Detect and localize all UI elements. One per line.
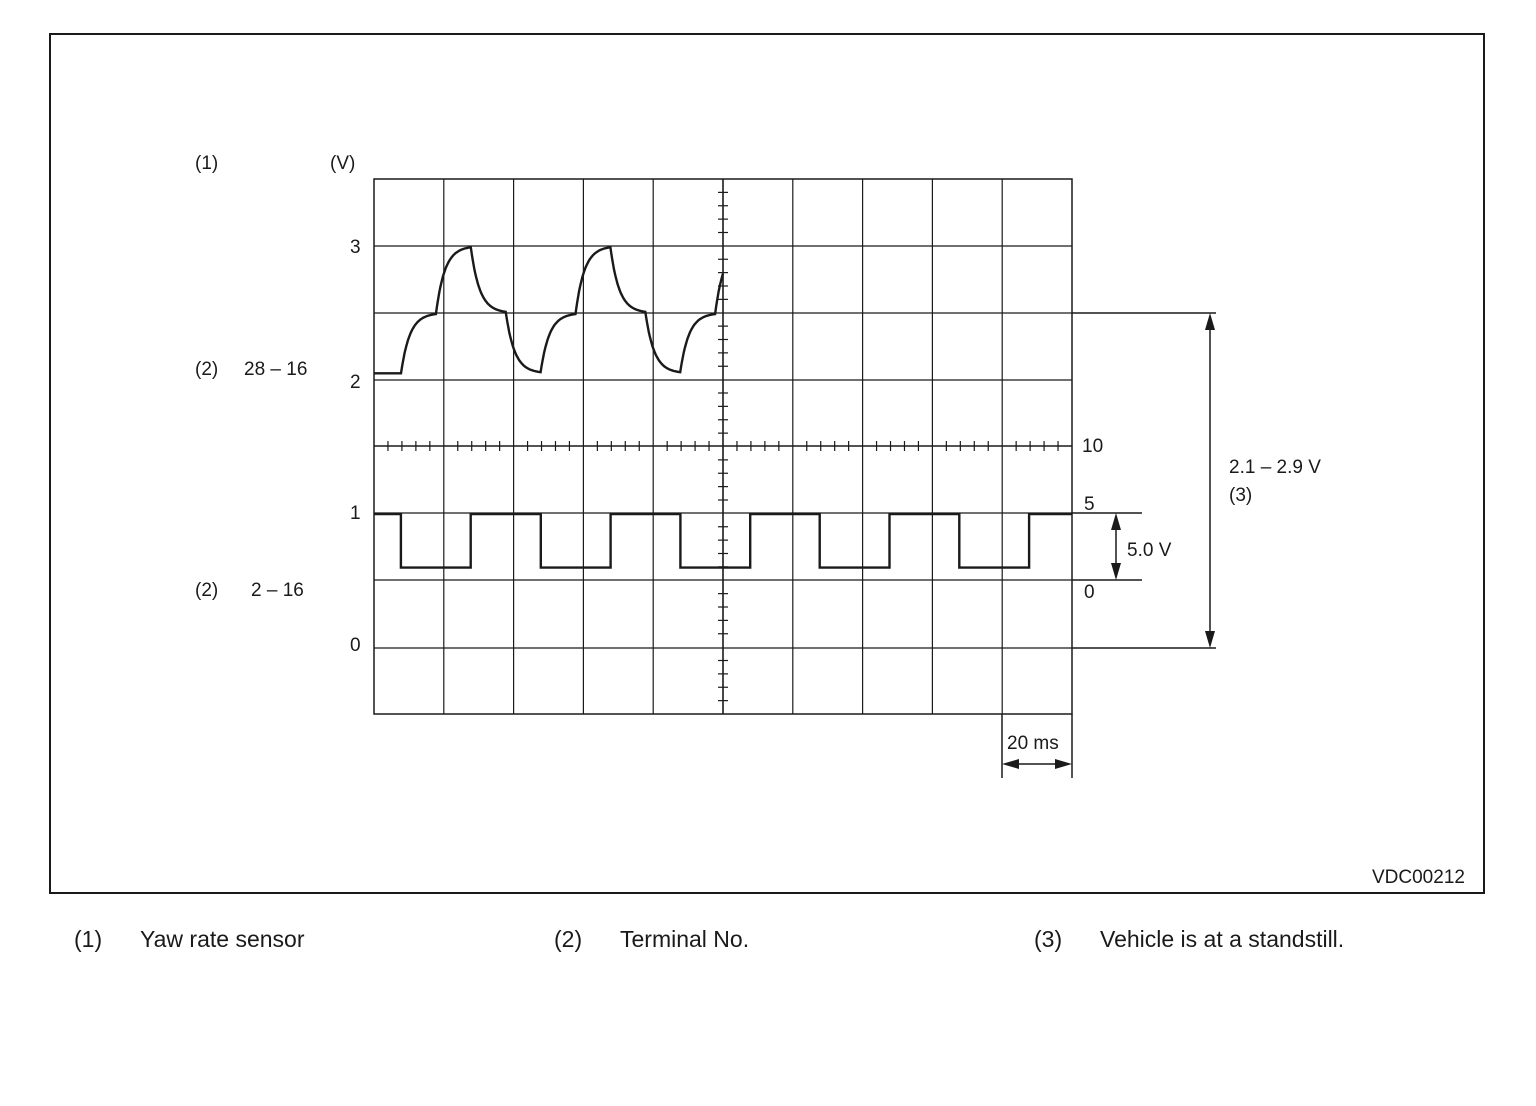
dimension-lines	[1001, 312, 1216, 778]
channel-a-ref: (2)	[195, 359, 218, 380]
channel-b-ref: (2)	[195, 580, 218, 601]
time-scale-arrow	[1002, 759, 1072, 769]
legend-text: Yaw rate sensor	[140, 926, 305, 952]
figure-frame	[49, 33, 1485, 894]
range-arrow	[1205, 313, 1215, 648]
channel-b-terminal: 2 – 16	[251, 580, 304, 601]
legend-item: (3) Vehicle is at a standstill.	[1034, 926, 1344, 953]
unit-label: (V)	[330, 153, 355, 174]
range-ref-label: (3)	[1229, 485, 1252, 506]
legend-item: (2) Terminal No.	[554, 926, 749, 953]
header-ref-label: (1)	[195, 153, 218, 174]
legend-number: (1)	[74, 926, 103, 952]
time-scale-label: 20 ms	[1007, 733, 1059, 754]
range-label: 2.1 – 2.9 V	[1229, 457, 1321, 478]
figure-id-code: VDC00212	[1372, 867, 1465, 888]
sensor-output-waveform	[374, 245, 725, 375]
right-axis-tick: 5	[1084, 494, 1095, 515]
pulse-waveform	[374, 512, 1072, 569]
legend-item: (1) Yaw rate sensor	[74, 926, 304, 953]
legend-number: (2)	[554, 926, 583, 952]
right-axis-tick: 10	[1082, 436, 1103, 457]
left-axis-tick: 3	[350, 237, 361, 258]
grid-minor-ticks	[387, 191, 1059, 702]
right-axis-tick: 0	[1084, 582, 1095, 603]
legend-text: Vehicle is at a standstill.	[1100, 926, 1345, 952]
amplitude-label: 5.0 V	[1127, 540, 1172, 561]
legend-number: (3)	[1034, 926, 1063, 952]
amplitude-arrow	[1111, 513, 1121, 580]
channel-a-terminal: 28 – 16	[244, 359, 307, 380]
legend-text: Terminal No.	[620, 926, 750, 952]
left-axis-tick: 1	[350, 503, 361, 524]
left-axis-tick: 0	[350, 635, 361, 656]
left-axis-tick: 2	[350, 372, 361, 393]
